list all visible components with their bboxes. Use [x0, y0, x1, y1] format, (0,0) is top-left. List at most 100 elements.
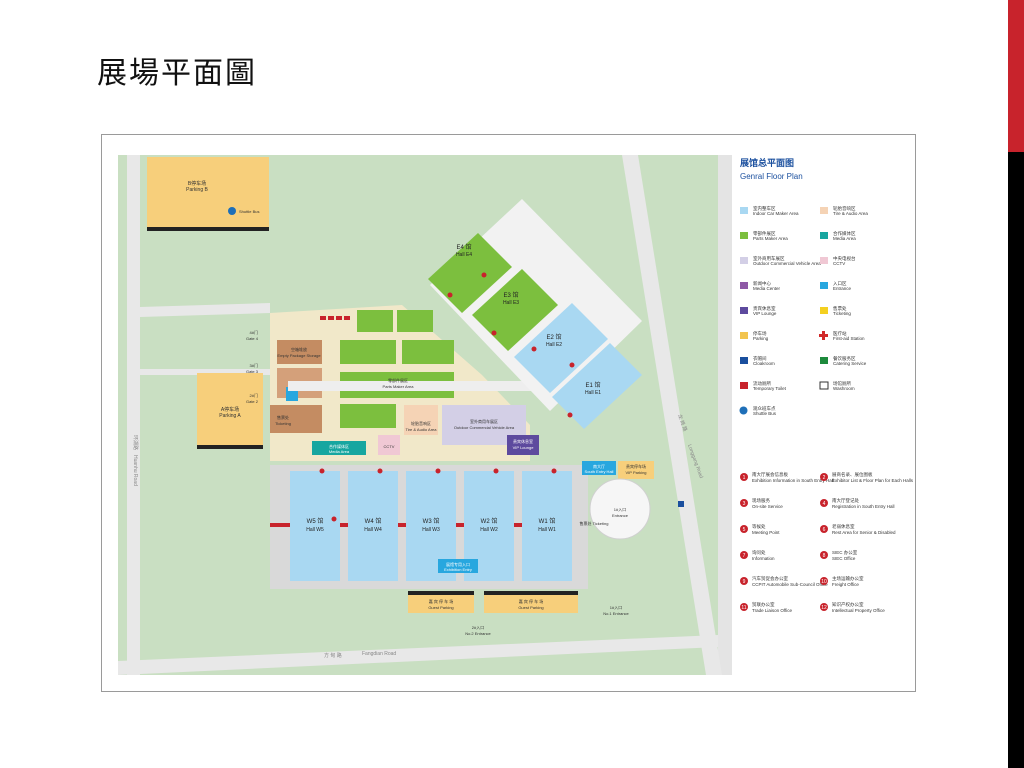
road-fangdian-en: Fangdian Road [362, 651, 396, 657]
road-huanhu [127, 155, 140, 675]
media-cn: 合作媒体区 [329, 443, 349, 449]
legend-number: 10 [821, 579, 827, 585]
parking-b-en: Parking B [186, 187, 208, 193]
road-huanhu-en: Huanhu Road [132, 455, 138, 486]
legend-label-cn: 新闻中心 [753, 280, 771, 287]
legend-label-cn: 零部件展区 [753, 230, 776, 237]
cctv-label: CCTV [384, 444, 395, 449]
swatch-icon [740, 282, 748, 289]
legend-label-cn: 贸联办公室 [752, 601, 775, 608]
hall-w3-cn: W3 馆 [423, 517, 440, 525]
washroom-icon [819, 381, 829, 390]
legend-label-cn: 南大厅登记处 [832, 497, 859, 504]
parking-b-cn: B停车场 [188, 180, 206, 187]
catering-icon [820, 357, 828, 364]
info-marker [569, 362, 575, 368]
road-gate4 [140, 303, 270, 317]
parts-block [357, 310, 393, 332]
legend-label-cn: 衣帽间 [753, 355, 767, 362]
legend-label-cn: 知识产权办公室 [832, 601, 864, 608]
floor-plan-map: B停车场 Parking B Shuttle Bus A停车场 Parking … [101, 134, 916, 692]
cloakroom-icon [740, 357, 748, 364]
swatch-icon [820, 257, 828, 264]
no2-entrance-en: No.2 Entrance [465, 631, 491, 636]
number-marker-icon [820, 577, 828, 585]
legend-number: 2 [823, 475, 826, 481]
legend-number: 4 [823, 501, 826, 507]
info-marker [567, 412, 573, 418]
hall-e2-cn: E2 馆 [546, 333, 561, 341]
legend-label-en: Trade Liaison Office [752, 608, 793, 613]
legend-label-cn: 售票处 [833, 305, 847, 312]
legend-label-en: Temporary Toilet [753, 386, 787, 391]
legend-label-en: Freight Office [832, 582, 859, 587]
hall-w4[interactable] [348, 471, 398, 581]
legend-label-en: VIP Lounge [753, 311, 777, 316]
hall-link [340, 523, 348, 527]
legend-label-cn: 场馆厕所 [833, 380, 851, 387]
shuttle-bus-label: Shuttle Bus [239, 209, 259, 214]
legend-label-cn: 停车场 [753, 330, 767, 337]
info-marker [447, 292, 453, 298]
gate4-label: Gate 4 [246, 336, 259, 341]
legend-label-en: Intellectual Property Office [832, 608, 885, 613]
swatch-icon [740, 307, 748, 314]
area-media [312, 441, 366, 455]
parking-b-barrier [147, 227, 269, 231]
hall-w1-en: Hall W1 [538, 527, 556, 533]
ticketing-cn: 售票处 [277, 414, 289, 420]
hall-link [514, 523, 522, 527]
legend-number: 9 [743, 579, 746, 585]
legend-number: 1 [743, 475, 746, 481]
info-marker [481, 272, 487, 278]
hall-e2[interactable] [514, 303, 608, 393]
legend-label-cn: 老弱休息室 [832, 523, 855, 530]
exhibition-entry[interactable] [438, 559, 478, 573]
hall-w5-en: Hall W5 [306, 527, 324, 533]
legend-number: 3 [743, 501, 746, 507]
hall-e4-cn: E4 馆 [456, 243, 471, 251]
south-entry-hall[interactable] [582, 461, 616, 475]
legend-number: 6 [823, 527, 826, 533]
hall-w1[interactable] [522, 471, 572, 581]
info-marker [491, 330, 497, 336]
hall-w4-en: Hall W4 [364, 527, 382, 533]
legend-label-en: Indoor Car Maker Area [753, 211, 799, 216]
accent-bar-black [1008, 152, 1024, 768]
entrance1-cn: 1#入口 [614, 507, 626, 512]
hall-w3-en: Hall W3 [422, 527, 440, 533]
gate2-label: Gate 2 [246, 399, 259, 404]
hall-w5[interactable] [290, 471, 340, 581]
legend-number: 7 [743, 553, 746, 559]
legend-label-cn: 入口区 [833, 281, 847, 287]
legend-label-cn: 流动厕所 [753, 380, 771, 387]
west-hall-links [270, 523, 522, 527]
number-marker-icon [740, 499, 748, 507]
legend-label-cn: 南大厅展会信息板 [752, 471, 788, 478]
first-aid-icon [819, 334, 828, 337]
swatch-icon [820, 232, 828, 239]
parking-a [197, 373, 263, 445]
hall-e3[interactable] [472, 269, 558, 351]
hall-e1[interactable] [552, 343, 642, 429]
media-en: Media Area [329, 449, 350, 454]
east-info-markers [447, 272, 575, 418]
toilet-icon [344, 316, 350, 320]
legend-label-cn: 中央电视台 [833, 255, 856, 262]
info-marker [551, 468, 557, 474]
guest-parking-2-barrier [484, 591, 578, 595]
ticketing2-label: 售票处 Ticketing [580, 520, 609, 526]
legend-label-cn: 室外商用车展区 [753, 255, 785, 262]
gate2-cn: 2#门 [250, 392, 258, 398]
legend-label-en: First-aid Station [833, 336, 865, 341]
entrance-plaza [589, 478, 651, 540]
